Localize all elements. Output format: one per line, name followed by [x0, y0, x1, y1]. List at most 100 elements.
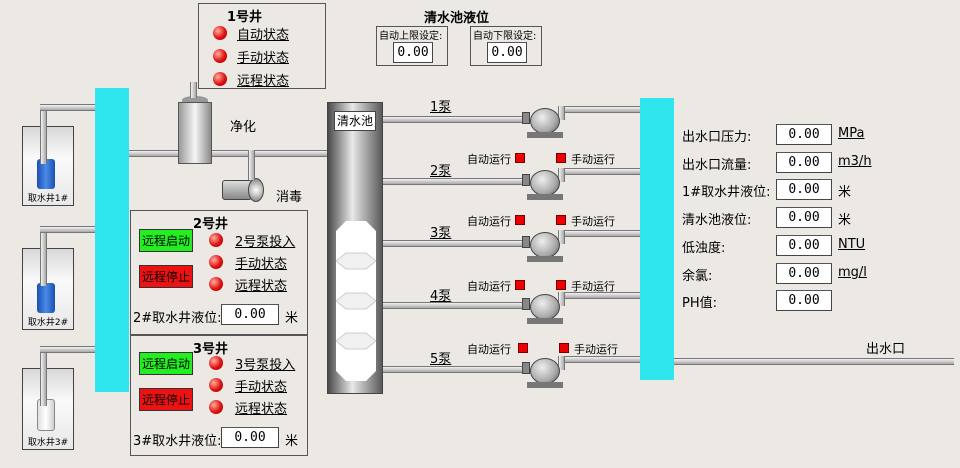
upper-limit-input[interactable]: 0.00 [393, 42, 433, 63]
pump-enable-link[interactable]: 3号泵投入 [235, 358, 296, 373]
intake-header [95, 88, 129, 392]
well-label: 取水井2# [27, 318, 69, 328]
pump-inlet [522, 174, 530, 186]
pipe [40, 226, 47, 286]
reading-label: 出水口流量: [682, 158, 752, 173]
remote-start-button[interactable]: 远程启动 [139, 229, 193, 252]
remote-start-button[interactable]: 远程启动 [139, 352, 193, 375]
ph-value: 0.00 [776, 290, 832, 311]
remote-stop-button[interactable]: 远程停止 [139, 388, 193, 411]
residual-chlorine-value: 0.00 [776, 263, 832, 284]
turbidity-value: 0.00 [776, 235, 832, 256]
intake-well-3: 取水井3# [22, 368, 74, 450]
pump-4-icon[interactable] [530, 294, 560, 320]
pump-inlet [522, 112, 530, 124]
intake-well-1: 取水井1# [22, 126, 74, 206]
auto-status-link[interactable]: 自动状态 [237, 28, 290, 43]
remote-status-link[interactable]: 远程状态 [235, 279, 288, 294]
auto-run-indicator [518, 343, 528, 353]
pump-4-label[interactable]: 4泵 [430, 289, 452, 304]
reading-label: 清水池液位: [682, 213, 752, 228]
manual-run-indicator [559, 343, 569, 353]
pipe [129, 150, 327, 157]
pipe [560, 356, 640, 363]
status-led [209, 277, 223, 291]
pipe [383, 116, 525, 123]
status-led [209, 378, 223, 392]
manual-status-link[interactable]: 手动状态 [235, 380, 288, 395]
remote-status-link[interactable]: 远程状态 [235, 402, 288, 417]
manual-status-link[interactable]: 手动状态 [235, 257, 288, 272]
pipe [40, 346, 96, 353]
pump-1-icon[interactable] [530, 108, 560, 134]
remote-status-link[interactable]: 远程状态 [237, 74, 290, 89]
tank-water-level [336, 221, 376, 381]
well-level-label: 2#取水井液位: [133, 311, 222, 326]
manual-run-label: 手动运行 [571, 280, 615, 293]
pump-5-icon[interactable] [530, 358, 560, 384]
pipe [40, 104, 96, 111]
tank-level-value: 0.00 [776, 207, 832, 228]
status-led [209, 356, 223, 370]
pump-3-icon[interactable] [530, 232, 560, 258]
disinfect-pump-icon [222, 178, 264, 202]
pipe [190, 82, 197, 98]
outlet-pipe [674, 358, 954, 365]
status-led [213, 26, 227, 40]
lower-limit-input[interactable]: 0.00 [487, 42, 527, 63]
outlet-header [640, 98, 674, 380]
reading-label: PH值: [682, 296, 717, 311]
well2-panel: 2号井 远程启动 远程停止 2号泵投入 手动状态 远程状态 2#取水井液位: 0… [130, 210, 308, 335]
pump-base [527, 318, 563, 324]
pump-2-icon[interactable] [530, 170, 560, 196]
pipe [383, 240, 525, 247]
well-level-value: 0.00 [221, 304, 279, 325]
reading-label: 1#取水井液位: [682, 185, 771, 200]
purify-label: 净化 [230, 120, 257, 135]
upper-limit-box: 自动上限设定: 0.00 [376, 26, 448, 66]
tank-label: 清水池 [334, 111, 376, 131]
remote-stop-button[interactable]: 远程停止 [139, 265, 193, 288]
reading-label: 余氯: [682, 269, 713, 284]
auto-run-indicator [515, 215, 525, 225]
pipe [40, 226, 96, 233]
pipe [558, 356, 565, 370]
lower-limit-box: 自动下限设定: 0.00 [470, 26, 542, 66]
status-led [213, 72, 227, 86]
reading-label: 低浊度: [682, 241, 726, 256]
well-level-label: 3#取水井液位: [133, 434, 222, 449]
pump-motor-icon [37, 283, 55, 313]
pump-inlet [522, 236, 530, 248]
pump-1-label[interactable]: 1泵 [430, 100, 452, 115]
intake-well-2: 取水井2# [22, 248, 74, 330]
unit-label: m3/h [838, 154, 872, 169]
well1-panel: 1号井 自动状态 手动状态 远程状态 [198, 3, 326, 89]
outlet-pressure-value: 0.00 [776, 124, 832, 145]
pipe [558, 230, 565, 244]
purifier-tank-icon [178, 96, 212, 168]
auto-run-indicator [515, 153, 525, 163]
well-label: 取水井1# [27, 194, 69, 204]
pipe [383, 178, 525, 185]
unit-label: NTU [838, 237, 866, 252]
manual-run-indicator [556, 153, 566, 163]
well1-level-value: 0.00 [776, 179, 832, 200]
pump-motor-icon [37, 159, 55, 189]
manual-run-label: 手动运行 [571, 153, 615, 166]
pump-inlet [522, 362, 530, 374]
pump-base [527, 382, 563, 388]
pump-3-label[interactable]: 3泵 [430, 226, 452, 241]
auto-run-label: 自动运行 [467, 215, 511, 228]
manual-run-label: 手动运行 [571, 215, 615, 228]
pipe [383, 366, 525, 373]
manual-run-indicator [556, 280, 566, 290]
pump-inlet [522, 298, 530, 310]
pump-2-label[interactable]: 2泵 [430, 164, 452, 179]
pipe [383, 302, 525, 309]
reading-label: 出水口压力: [682, 130, 752, 145]
manual-status-link[interactable]: 手动状态 [237, 51, 290, 66]
well3-panel: 3号井 远程启动 远程停止 3号泵投入 手动状态 远程状态 3#取水井液位: 0… [130, 335, 308, 456]
pump-5-label[interactable]: 5泵 [430, 352, 452, 367]
pump-enable-link[interactable]: 2号泵投入 [235, 235, 296, 250]
upper-limit-label: 自动上限设定: [379, 31, 443, 42]
